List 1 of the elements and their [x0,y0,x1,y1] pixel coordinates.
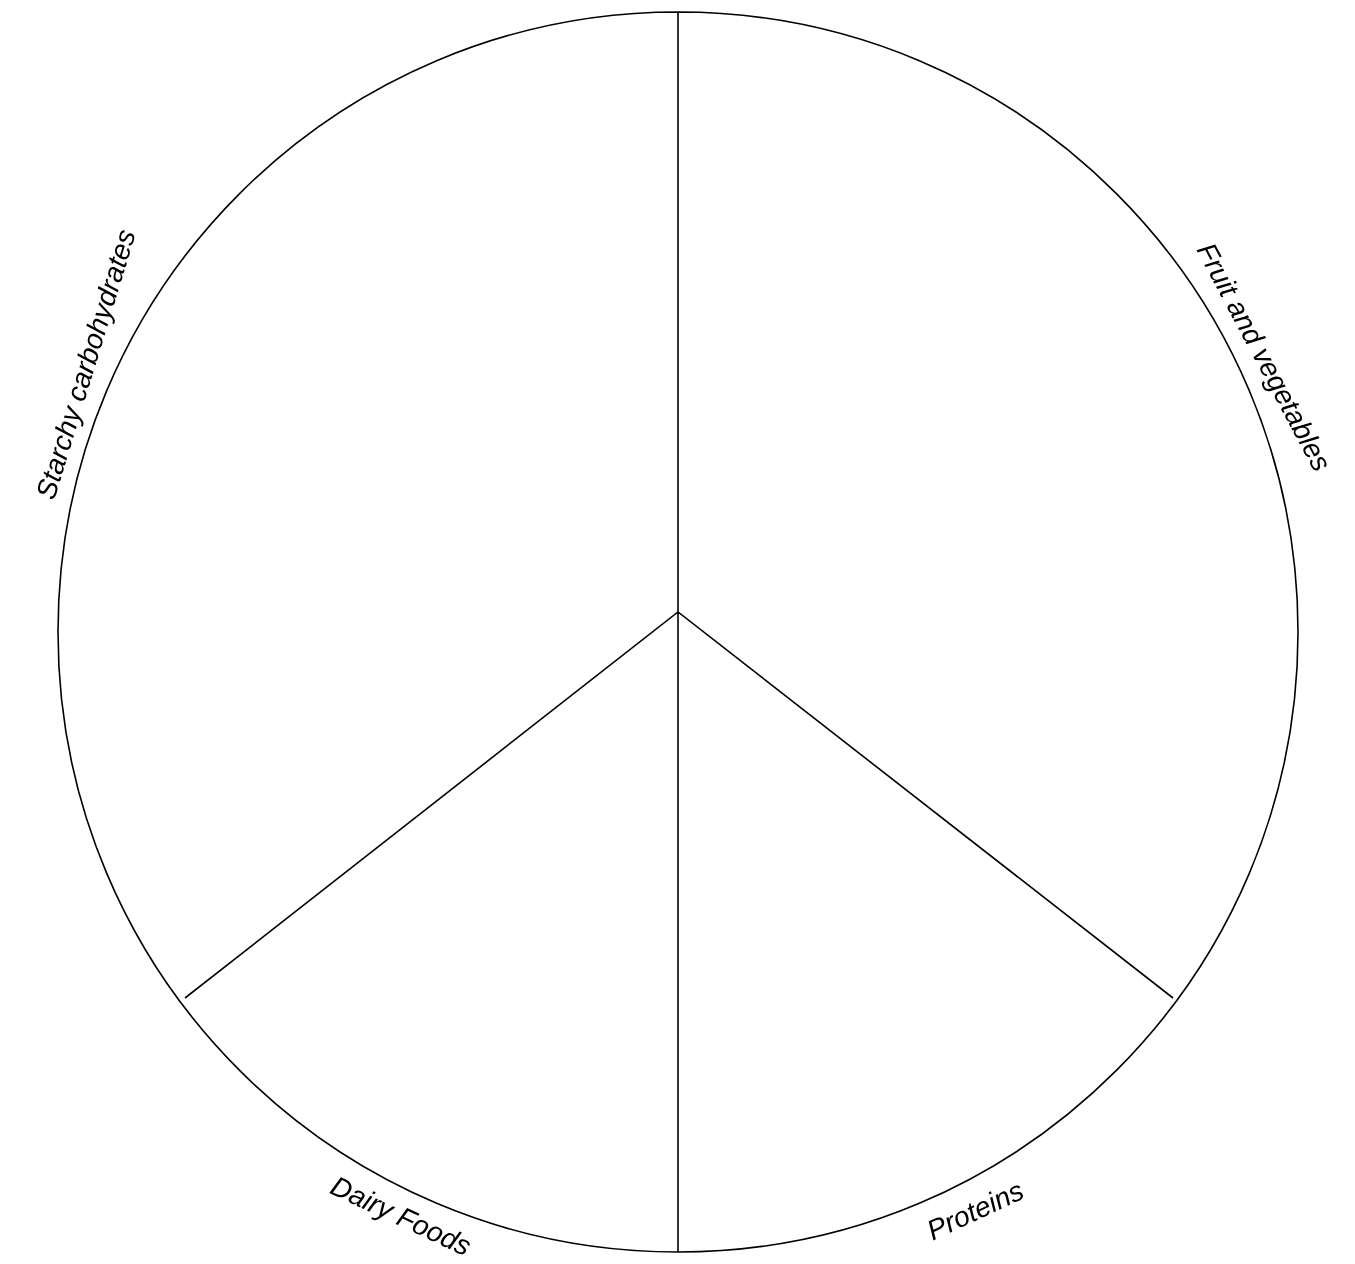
sector-label: Dairy Foods [329,1177,470,1255]
